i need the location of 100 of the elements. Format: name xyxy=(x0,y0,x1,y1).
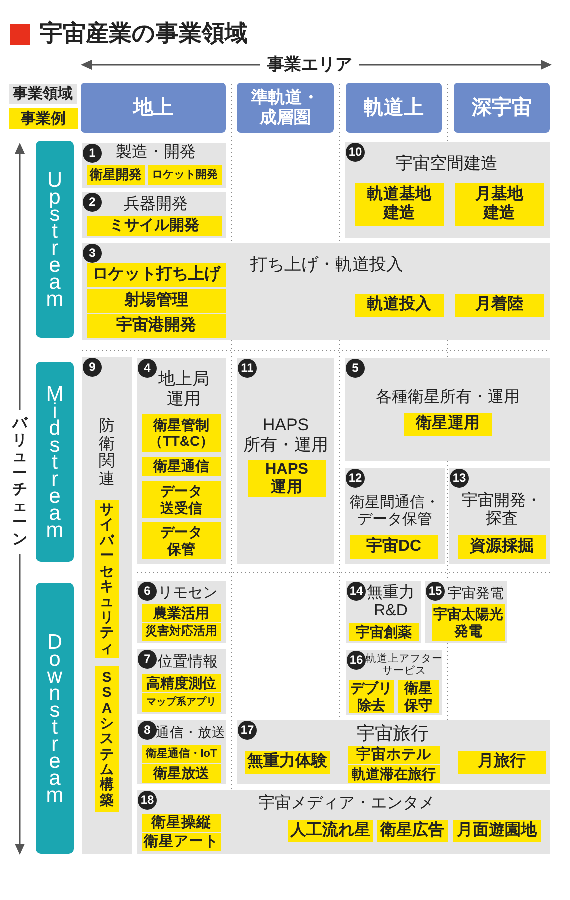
stage-header: Upstream xyxy=(36,141,74,338)
business-area-panel xyxy=(346,581,421,643)
business-area-panel xyxy=(425,581,507,643)
number-badge: 12 xyxy=(346,469,365,488)
business-area-panel xyxy=(82,192,226,238)
number-badge: 15 xyxy=(426,582,445,601)
number-badge: 17 xyxy=(238,721,257,740)
business-area-title: 衛星間通信・データ保管 xyxy=(350,494,440,528)
business-area-title: 製造・開発 xyxy=(116,144,196,162)
business-example-tag: データ保管 xyxy=(142,522,221,559)
business-area-panel xyxy=(237,358,334,564)
business-area-title: 防衛関連 xyxy=(99,418,115,488)
business-area-title: 兵器開発 xyxy=(124,196,188,214)
business-example-tag: 宇宙創薬 xyxy=(349,623,419,641)
column-header: 地上 xyxy=(81,83,226,133)
business-example-tag: デブリ除去 xyxy=(349,680,394,713)
business-area-panel xyxy=(345,358,550,461)
business-area-title: 位置情報 xyxy=(158,653,218,671)
business-example-tag: 宇宙ホテル xyxy=(348,746,440,764)
number-badge: 14 xyxy=(347,582,366,601)
business-example-tag: 軌道滞在旅行 xyxy=(348,765,440,783)
business-example-tag: 衛星アート xyxy=(142,833,221,851)
business-example-tag: 人工流れ星 xyxy=(288,820,373,842)
business-example-tag: サイバーセキュリティ xyxy=(95,500,119,658)
business-area-title: 宇宙空間建造 xyxy=(396,154,498,174)
business-area-title: リモセン xyxy=(158,584,218,602)
number-badge: 10 xyxy=(346,143,365,162)
business-area-panel xyxy=(345,468,445,564)
stage-header: Midstream xyxy=(36,362,74,562)
business-example-tag: 無重力体験 xyxy=(245,751,330,774)
column-header: 深宇宙 xyxy=(454,83,550,133)
business-example-tag: 資源採掘 xyxy=(458,535,546,559)
business-area-title: 軌道上アフターサービス xyxy=(366,652,443,678)
business-example-tag: 災害対応活用 xyxy=(142,623,221,641)
business-example-tag: 宇宙港開発 xyxy=(87,314,226,338)
business-area-panel xyxy=(137,358,226,564)
business-example-tag: ロケット打ち上げ xyxy=(87,263,226,287)
business-area-panel xyxy=(137,720,226,784)
number-badge: 18 xyxy=(138,791,157,810)
business-example-tag: 衛星管制（TT&C） xyxy=(142,414,221,452)
business-area-title: HAPS所有・運用 xyxy=(244,415,328,455)
business-example-tag: 月着陸 xyxy=(455,294,544,317)
number-badge: 2 xyxy=(83,193,102,212)
business-example-tag: ロケット開発 xyxy=(148,165,222,185)
business-example-tag: 衛星操縦 xyxy=(142,814,221,832)
business-area-panel xyxy=(137,649,226,714)
business-example-tag: 高精度測位 xyxy=(142,674,221,692)
business-example-tag: ミサイル開発 xyxy=(87,216,222,236)
business-area-title: 宇宙旅行 xyxy=(357,724,429,744)
legend-label: 事業例 xyxy=(21,110,66,128)
column-header: 軌道上 xyxy=(346,83,442,133)
business-example-tag: データ送受信 xyxy=(142,481,221,518)
legend-label: 事業領域 xyxy=(13,85,73,103)
business-area-panel xyxy=(137,790,550,854)
business-example-tag: 射場管理 xyxy=(87,289,226,313)
business-example-tag: 衛星通信・IoT xyxy=(142,745,221,763)
business-example-tag: 宇宙太陽光発電 xyxy=(432,604,505,641)
number-badge: 6 xyxy=(138,582,157,601)
number-badge: 4 xyxy=(138,359,157,378)
number-badge: 8 xyxy=(138,721,157,740)
business-example-tag: 宇宙DC xyxy=(350,535,438,559)
business-area-title: 打ち上げ・軌道投入 xyxy=(250,255,404,275)
business-example-tag: 衛星保守 xyxy=(398,680,439,713)
number-badge: 7 xyxy=(138,650,157,669)
business-example-tag: 衛星開発 xyxy=(87,165,145,185)
business-example-tag: 衛星通信 xyxy=(142,457,221,476)
business-area-panel xyxy=(237,720,550,784)
business-example-tag: HAPS運用 xyxy=(248,460,326,497)
business-area-panel xyxy=(82,243,550,340)
business-example-tag: 軌道基地建造 xyxy=(355,183,444,226)
number-badge: 13 xyxy=(450,469,469,488)
business-area-title: 宇宙開発・探査 xyxy=(462,492,542,530)
business-example-tag: SSAシステム構築 xyxy=(95,666,119,812)
axis-label: 事業エリア xyxy=(268,55,352,75)
column-header: 準軌道・成層圏 xyxy=(237,83,334,133)
business-example-tag: マップ系アプリ xyxy=(142,693,221,712)
business-example-tag: 衛星放送 xyxy=(142,764,221,783)
axis-label: バリューチェーン xyxy=(12,416,28,548)
business-area-title: 通信・放送 xyxy=(156,725,226,741)
business-area-panel xyxy=(137,581,226,643)
diagram-title: 宇宙産業の事業領域 xyxy=(40,20,248,48)
business-area-title: 各種衛星所有・運用 xyxy=(376,388,520,408)
business-area-title: 無重力R&D xyxy=(367,584,415,622)
business-area-panel xyxy=(82,357,132,854)
business-area-title: 地上局運用 xyxy=(158,369,210,409)
number-badge: 3 xyxy=(83,244,102,263)
business-area-title: 宇宙メディア・エンタメ xyxy=(259,794,435,814)
business-example-tag: 衛星広告 xyxy=(377,820,448,842)
number-badge: 16 xyxy=(347,651,366,670)
business-area-title: 宇宙発電 xyxy=(448,584,504,602)
business-example-tag: 月基地建造 xyxy=(455,183,544,226)
business-area-panel xyxy=(449,468,550,564)
business-example-tag: 月面遊園地 xyxy=(453,820,541,842)
stage-header: Downstream xyxy=(36,583,74,854)
business-example-tag: 農業活用 xyxy=(142,604,221,622)
business-example-tag: 月旅行 xyxy=(458,751,546,774)
number-badge: 11 xyxy=(238,359,257,378)
business-area-panel xyxy=(82,143,226,188)
number-badge: 9 xyxy=(83,358,102,377)
number-badge: 5 xyxy=(346,359,365,378)
